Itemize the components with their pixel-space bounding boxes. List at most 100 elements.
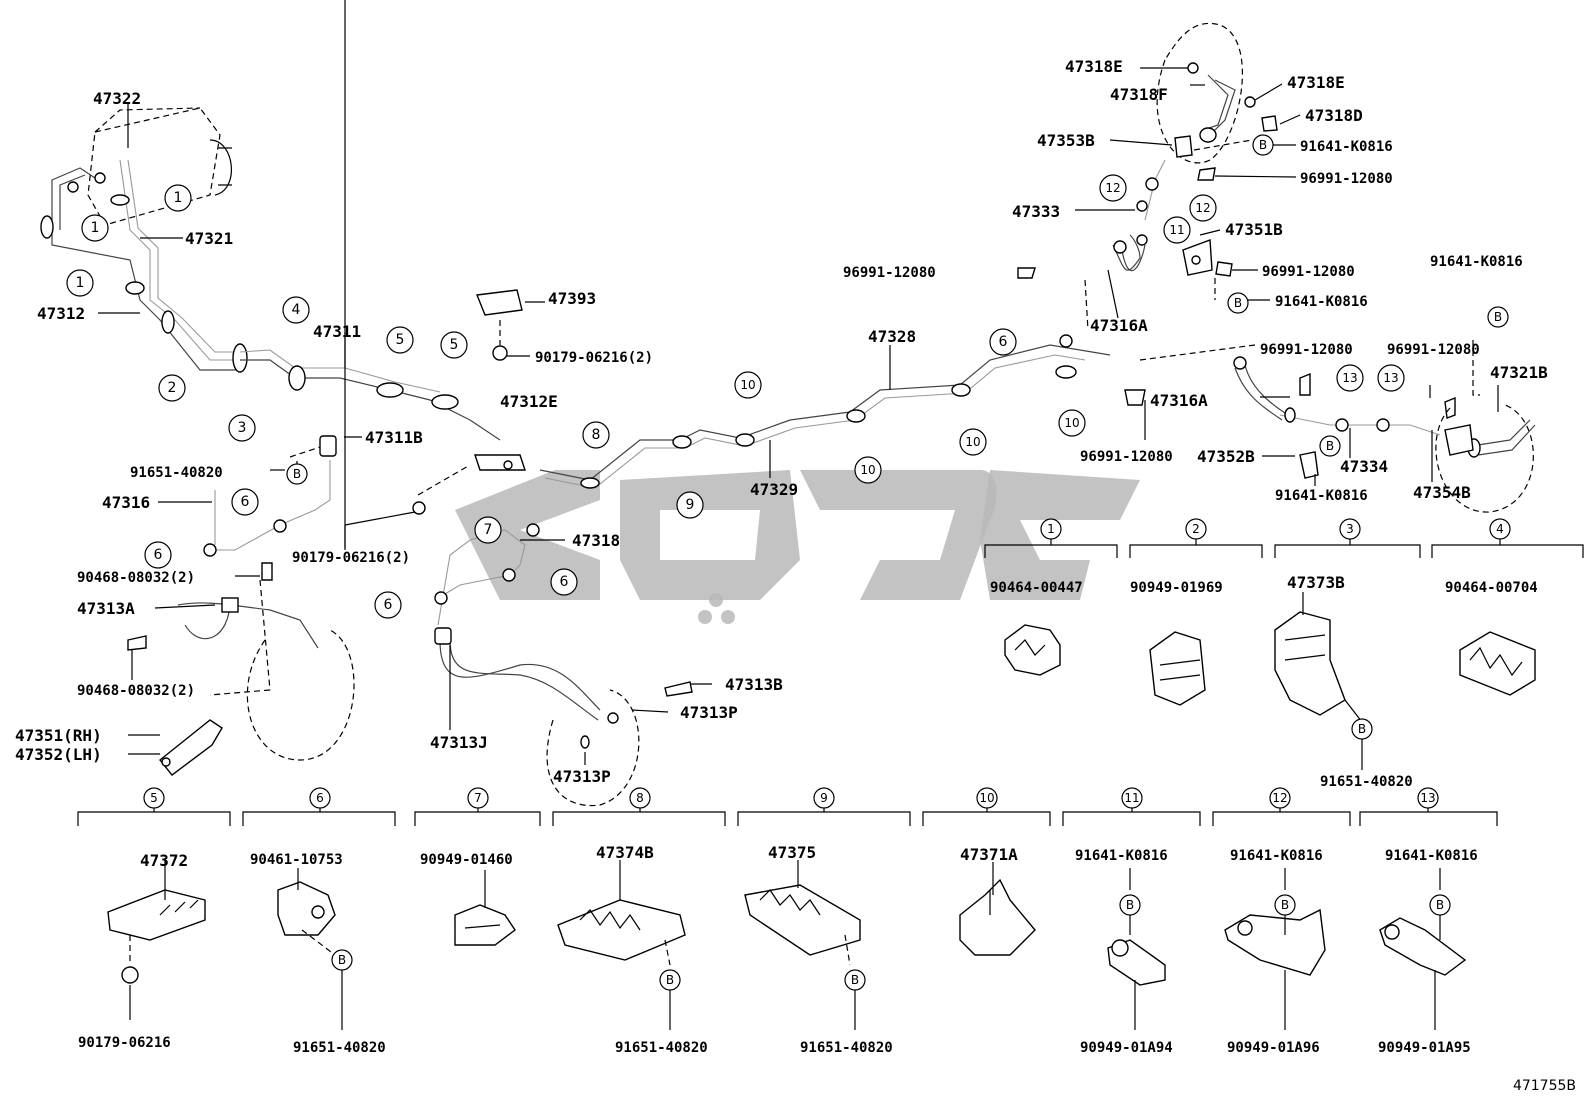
svg-text:7: 7 xyxy=(474,791,482,805)
legend-label: 47375 xyxy=(768,843,816,862)
callout-markers: 1 1 1 2 3 4 5 5 6 6 6 6 6 7 8 9 10 10 10… xyxy=(66,134,1509,619)
part-label: 47316A xyxy=(1090,316,1148,335)
svg-text:9: 9 xyxy=(820,791,828,805)
part-label: 91641-K0816 xyxy=(1430,254,1523,270)
callout-13: 13 xyxy=(1377,364,1405,392)
svg-text:4: 4 xyxy=(1496,522,1504,536)
part-label: 47393 xyxy=(548,289,596,308)
legend-label: 91641-K0816 xyxy=(1230,848,1323,864)
part-label: 91651-40820 xyxy=(130,465,223,481)
part-label: 47352B xyxy=(1197,447,1255,466)
legend-label: 90464-00447 xyxy=(990,580,1083,596)
legend-b: B xyxy=(1119,894,1141,916)
svg-text:5: 5 xyxy=(150,791,158,805)
part-label: 47311B xyxy=(365,428,423,447)
part-label: 96991-12080 xyxy=(1387,342,1480,358)
part-label: 96991-12080 xyxy=(1300,171,1393,187)
legend-label: 47374B xyxy=(596,843,654,862)
part-label: 47321 xyxy=(185,229,233,248)
legend-part-labels: 90464-00447 90949-01969 47373B 91651-408… xyxy=(78,573,1538,1056)
part-label: 96991-12080 xyxy=(1260,342,1353,358)
part-label: 96991-12080 xyxy=(1262,264,1355,280)
legend-marker-7: 7 xyxy=(467,787,489,809)
clamp-ring-icon xyxy=(161,310,175,334)
svg-text:10: 10 xyxy=(740,378,755,392)
callout-b: B xyxy=(286,463,308,485)
callout-11: 11 xyxy=(1163,216,1191,244)
legend-marker-3: 3 xyxy=(1339,518,1361,540)
part-label: 47351B xyxy=(1225,220,1283,239)
legend-marker-12: 12 xyxy=(1269,787,1291,809)
part-label: 47318E xyxy=(1065,57,1123,76)
callout-13: 13 xyxy=(1336,364,1364,392)
main-brake-pipe-run xyxy=(239,334,1441,489)
part-label: 90468-08032(2) xyxy=(77,570,195,586)
svg-text:B: B xyxy=(1326,439,1334,453)
legend-illustrations xyxy=(107,592,1536,1030)
bracket-12-icon xyxy=(1224,908,1326,976)
part-label: 47333 xyxy=(1012,202,1060,221)
callout-7: 7 xyxy=(474,516,502,544)
legend-marker-1: 1 xyxy=(1040,518,1062,540)
svg-text:8: 8 xyxy=(592,427,601,443)
legend-label: 47373B xyxy=(1287,573,1345,592)
legend-brackets xyxy=(77,533,1584,826)
watermark-logo xyxy=(455,470,1140,624)
front-right-hose-assembly xyxy=(412,289,693,807)
svg-text:1: 1 xyxy=(174,190,183,206)
svg-text:B: B xyxy=(293,467,301,481)
callout-10: 10 xyxy=(1058,409,1086,437)
front-left-hose-assembly xyxy=(127,435,355,776)
callout-b: B xyxy=(1252,134,1274,156)
legend-b: B xyxy=(1351,718,1373,740)
clamp-3-icon xyxy=(1274,611,1346,716)
clamp-9-icon xyxy=(744,884,861,956)
svg-text:2: 2 xyxy=(1192,522,1200,536)
clamp-5-icon xyxy=(107,889,206,941)
callout-1: 1 xyxy=(81,214,109,242)
clamp-ring-icon xyxy=(125,281,145,295)
part-label: 96991-12080 xyxy=(843,265,936,281)
callout-b: B xyxy=(1319,435,1341,457)
svg-text:B: B xyxy=(1436,898,1444,912)
svg-text:9: 9 xyxy=(686,497,695,513)
part-label: 47313B xyxy=(725,675,783,694)
clamp-ring-icon xyxy=(110,194,130,206)
clamp-7-icon xyxy=(454,904,516,946)
part-label: 91641-K0816 xyxy=(1275,488,1368,504)
diagram-reference-number: 471755B xyxy=(1513,1078,1576,1094)
svg-text:1: 1 xyxy=(1047,522,1055,536)
part-label: 91641-K0816 xyxy=(1300,139,1393,155)
legend-marker-9: 9 xyxy=(813,787,835,809)
part-label: 47311 xyxy=(313,322,361,341)
part-label: 47313A xyxy=(77,599,135,618)
callout-10: 10 xyxy=(854,456,882,484)
clamp-ring-icon xyxy=(40,215,54,239)
svg-text:12: 12 xyxy=(1195,201,1210,215)
legend-label: 90179-06216 xyxy=(78,1035,171,1051)
callout-8: 8 xyxy=(582,421,610,449)
svg-text:6: 6 xyxy=(241,494,250,510)
legend-label: 90949-01A96 xyxy=(1227,1040,1320,1056)
svg-text:10: 10 xyxy=(965,435,980,449)
legend-b: B xyxy=(1274,894,1296,916)
callout-10: 10 xyxy=(734,371,762,399)
legend-marker-13: 13 xyxy=(1417,787,1439,809)
svg-text:10: 10 xyxy=(860,463,875,477)
part-label: 90468-08032(2) xyxy=(77,683,195,699)
legend-label: 91641-K0816 xyxy=(1385,848,1478,864)
legend-b: B xyxy=(844,969,866,991)
svg-text:B: B xyxy=(1259,138,1267,152)
part-label: 90179-06216(2) xyxy=(292,550,410,566)
part-label: 47351(RH) xyxy=(15,726,102,745)
svg-text:7: 7 xyxy=(484,522,493,538)
callout-12: 12 xyxy=(1189,194,1217,222)
callout-6: 6 xyxy=(989,328,1017,356)
legend-label: 91651-40820 xyxy=(800,1040,893,1056)
svg-text:6: 6 xyxy=(154,547,163,563)
legend-label: 47372 xyxy=(140,851,188,870)
part-label: 47321B xyxy=(1490,363,1548,382)
part-label: 90179-06216(2) xyxy=(535,350,653,366)
bracket-13-icon xyxy=(1379,917,1467,976)
part-label: 47318E xyxy=(1287,73,1345,92)
